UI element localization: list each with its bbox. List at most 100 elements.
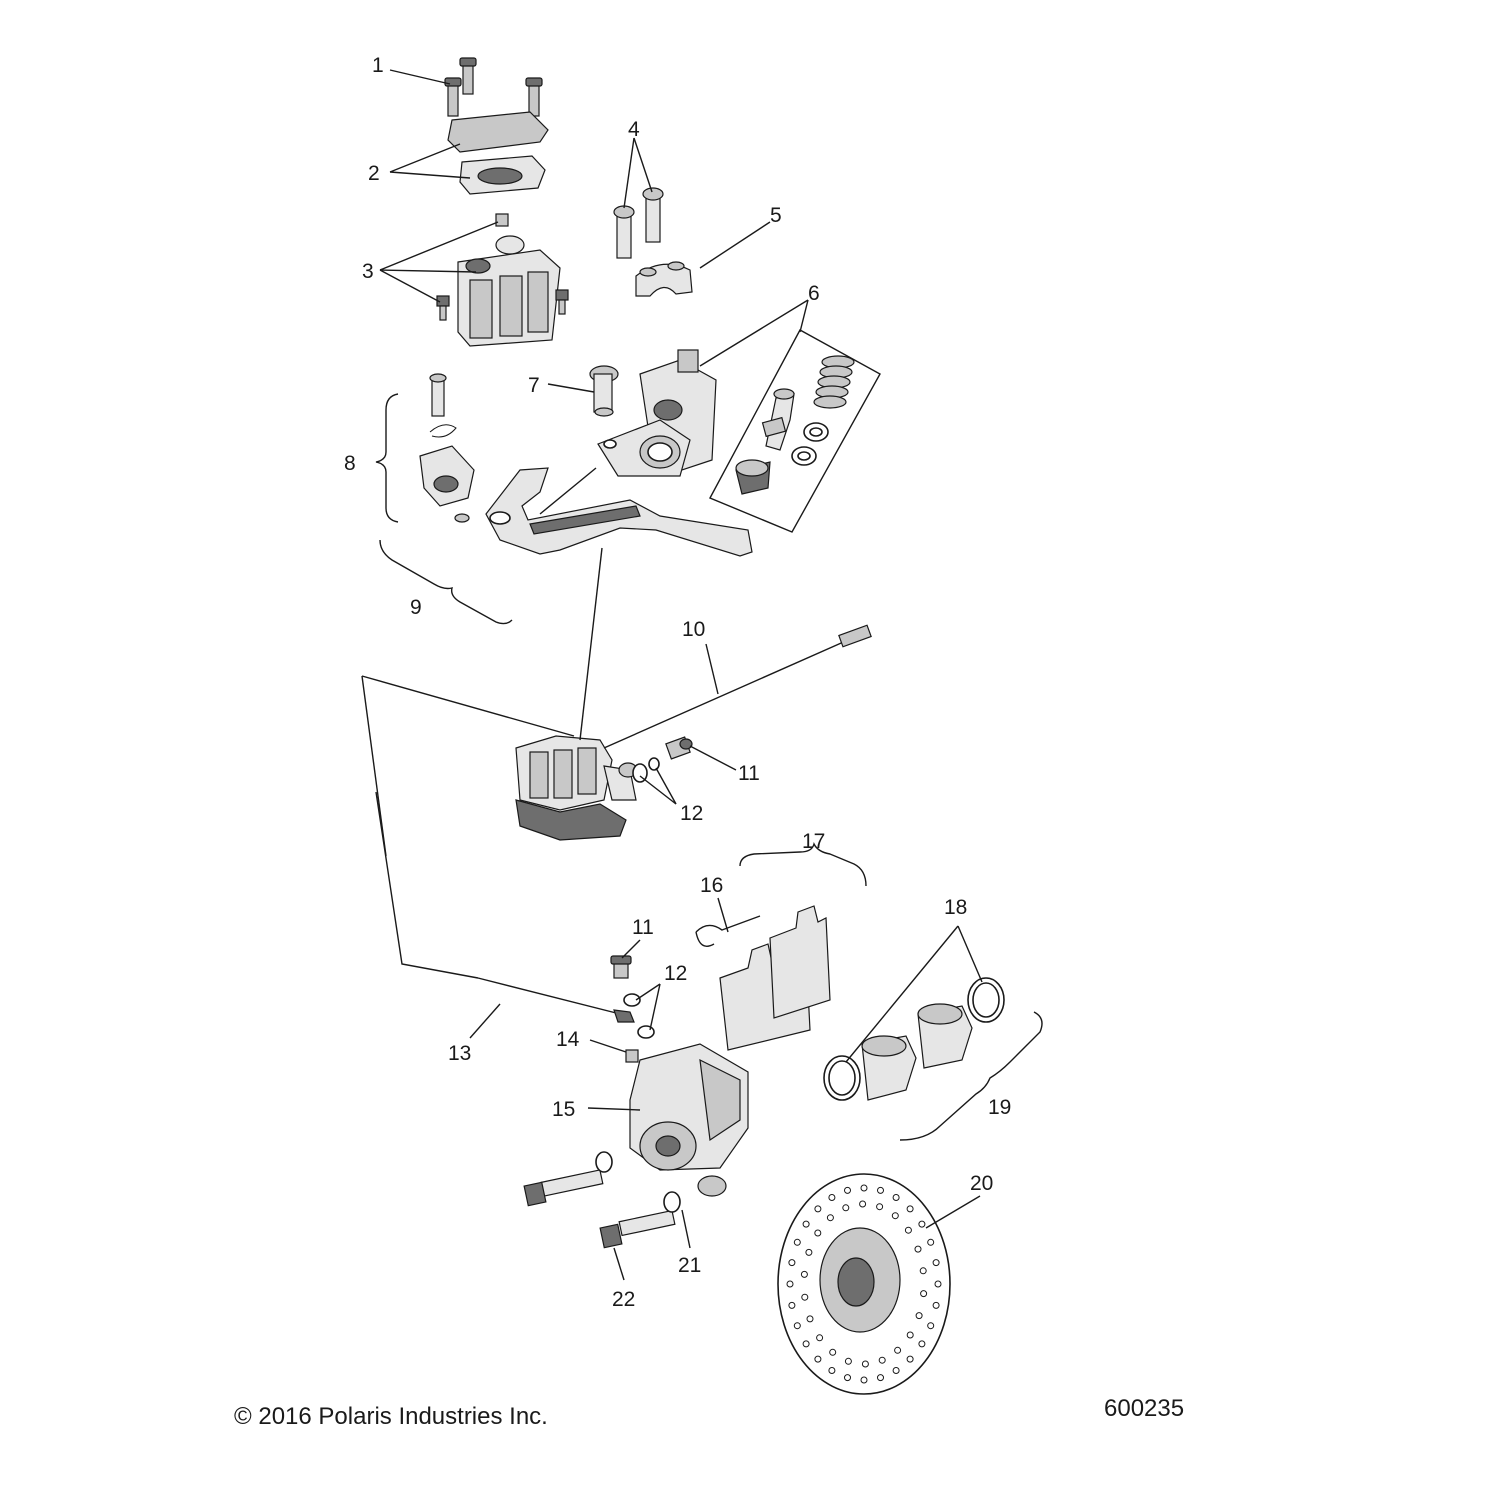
disc-vent-hole (877, 1186, 884, 1194)
callout-1: 1 (372, 54, 384, 77)
lever-bracket (597, 349, 717, 477)
callout-9: 9 (410, 596, 422, 619)
callout-10: 10 (682, 618, 705, 641)
callout-20: 20 (970, 1172, 993, 1195)
pivot-pin-7 (589, 365, 619, 417)
disc-vent-hole (927, 1238, 935, 1246)
disc-vent-hole (859, 1200, 867, 1208)
disc-vent-hole (878, 1356, 886, 1364)
disc-vent-hole (918, 1340, 926, 1348)
bleeder-and-banjo-lower (610, 955, 655, 1039)
caliper-pistons (823, 977, 1005, 1101)
disc-vent-hole (844, 1186, 851, 1194)
figure-number: 600235 (1104, 1395, 1184, 1422)
disc-vent-hole (814, 1355, 822, 1363)
hose-end (613, 1009, 635, 1023)
caliper-bolts-washers (523, 1151, 681, 1249)
disc-vent-hole (904, 1226, 912, 1234)
callout-5: 5 (770, 204, 782, 227)
brace-19 (899, 1011, 1043, 1141)
disc-vent-hole (805, 1248, 813, 1256)
disc-vent-hole (802, 1340, 810, 1348)
callout-13: 13 (448, 1042, 471, 1065)
disc-vent-hole (906, 1205, 914, 1213)
callout-12-lower: 12 (664, 962, 687, 985)
brace-17 (739, 841, 867, 887)
reservoir-cover (447, 111, 549, 195)
callout-4: 4 (628, 118, 640, 141)
disc-vent-hole (932, 1301, 940, 1309)
brace-9 (379, 539, 513, 625)
disc-vent-hole (934, 1280, 942, 1288)
callout-8: 8 (344, 452, 356, 475)
disc-vent-hole (892, 1367, 900, 1374)
disc-vent-hole (906, 1331, 914, 1339)
disc-vent-hole (816, 1334, 824, 1342)
reservoir-screws (444, 57, 543, 117)
callout-labels: 1 2 3 4 5 6 7 8 9 10 11 12 13 14 15 16 1… (344, 54, 1011, 1311)
master-cylinder-reservoir (436, 213, 569, 347)
disc-vent-hole (906, 1355, 914, 1363)
disc-vent-hole (800, 1270, 808, 1278)
disc-vent-hole (920, 1290, 928, 1298)
callout-17: 17 (802, 830, 825, 853)
brake-pin-16 (695, 915, 761, 947)
brake-pads (719, 905, 831, 1051)
disc-vent-hole (860, 1184, 868, 1192)
disc-vent-hole (788, 1301, 796, 1309)
disc-vent-hole (877, 1374, 884, 1382)
handlebar-clamp (635, 261, 693, 297)
disc-vent-hole (788, 1259, 796, 1267)
disc-vent-hole (915, 1312, 923, 1320)
brake-caliper (625, 1043, 749, 1197)
disc-vent-hole (793, 1238, 801, 1246)
disc-vent-hole (814, 1205, 822, 1213)
banjo-fitting-upper (618, 736, 693, 783)
lever-kit-box (709, 329, 881, 533)
disc-vent-hole (914, 1245, 922, 1253)
callout-16: 16 (700, 874, 723, 897)
disc-vent-hole (828, 1367, 836, 1374)
leader-lines (361, 69, 983, 1281)
copyright-notice: © 2016 Polaris Industries Inc. (234, 1403, 548, 1430)
disc-vent-hole (891, 1212, 899, 1220)
disc-vent-hole (786, 1280, 794, 1288)
callout-3: 3 (362, 260, 374, 283)
disc-vent-hole (801, 1293, 809, 1301)
callout-15: 15 (552, 1098, 575, 1121)
callout-12-upper: 12 (680, 802, 703, 825)
callout-6: 6 (808, 282, 820, 305)
disc-vent-hole (894, 1346, 902, 1354)
disc-vent-hole (860, 1376, 868, 1384)
disc-vent-hole (829, 1348, 837, 1356)
disc-vent-hole (806, 1315, 814, 1323)
adjuster-8 (419, 373, 475, 523)
disc-vent-hole (814, 1229, 822, 1237)
wire-connector (838, 624, 872, 648)
disc-vent-hole (932, 1259, 940, 1267)
disc-vent-hole (927, 1322, 935, 1330)
disc-vent-hole (844, 1374, 851, 1382)
brake-lever (485, 467, 753, 557)
clamp-bolts (613, 187, 664, 259)
disc-vent-hole (802, 1220, 810, 1228)
brake-disc (777, 1173, 951, 1395)
disc-vent-hole (919, 1267, 927, 1275)
disc-vent-hole (861, 1360, 869, 1368)
disc-vent-hole (892, 1194, 900, 1201)
brace-8 (375, 393, 399, 523)
brake-switch-wire (603, 639, 849, 749)
disc-vent-hole (918, 1220, 926, 1228)
callout-11-upper: 11 (738, 762, 760, 785)
disc-vent-hole (826, 1214, 834, 1222)
disc-vent-hole (842, 1204, 850, 1212)
callout-7: 7 (528, 374, 540, 397)
assembled-master-cylinder (515, 735, 637, 841)
disc-vent-hole (844, 1357, 852, 1365)
callout-11-lower: 11 (632, 916, 654, 939)
disc-vent-hole (876, 1203, 884, 1211)
callout-14: 14 (556, 1028, 580, 1051)
brake-hose (477, 977, 629, 1017)
callout-21: 21 (678, 1254, 701, 1277)
